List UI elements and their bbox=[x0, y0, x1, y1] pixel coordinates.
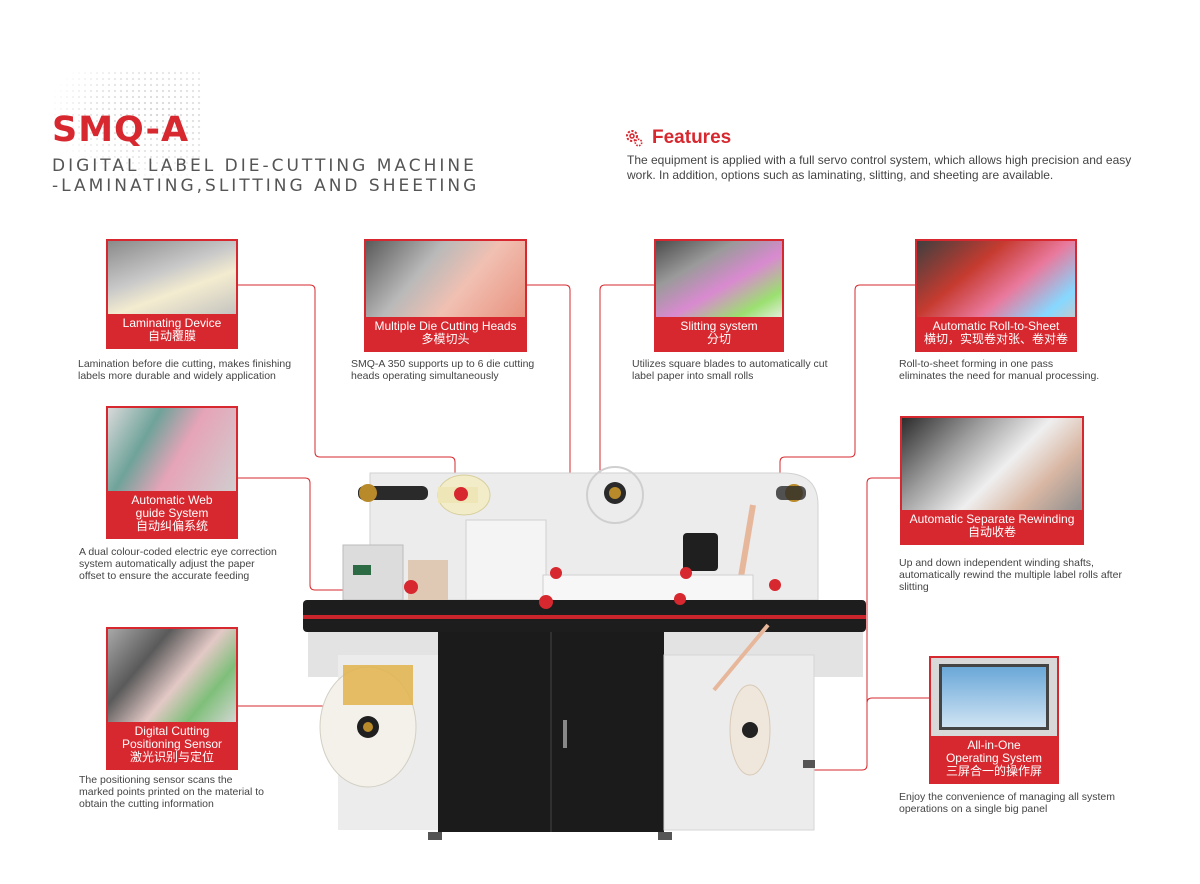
model-name: SMQ-A bbox=[52, 110, 190, 150]
card-title-bar: Laminating Device 自动覆膜 bbox=[108, 314, 236, 347]
card-title-bar: All-in-One Operating System 三屏合一的操作屏 bbox=[931, 736, 1057, 782]
operating-description: Enjoy the convenience of managing all sy… bbox=[899, 791, 1115, 815]
web-guide-photo bbox=[108, 408, 236, 497]
subtitle-line-1: DIGITAL LABEL DIE-CUTTING MACHINE bbox=[52, 156, 477, 176]
card-title-bar: Multiple Die Cutting Heads 多模切头 bbox=[366, 317, 525, 350]
rewinding-photo bbox=[902, 418, 1082, 513]
card-web-guide-system: Automatic Web guide System 自动纠偏系统 bbox=[106, 406, 238, 539]
card-die-cutting-heads: Multiple Die Cutting Heads 多模切头 bbox=[364, 239, 527, 352]
card-title-bar: Slitting system 分切 bbox=[656, 317, 782, 350]
card-title-bar: Digital Cutting Positioning Sensor 激光识别与… bbox=[108, 722, 236, 768]
features-description: The equipment is applied with a full ser… bbox=[627, 153, 1132, 182]
card-laminating-device: Laminating Device 自动覆膜 bbox=[106, 239, 238, 349]
slitting-photo bbox=[656, 241, 782, 322]
machine-illustration bbox=[303, 466, 866, 840]
card-title-bar: Automatic Separate Rewinding 自动收卷 bbox=[902, 510, 1082, 543]
card-positioning-sensor: Digital Cutting Positioning Sensor 激光识别与… bbox=[106, 627, 238, 770]
card-roll-to-sheet: Automatic Roll-to-Sheet 横切，实现卷对张、卷对卷 bbox=[915, 239, 1077, 352]
die-cutting-description: SMQ-A 350 supports up to 6 die cutting h… bbox=[351, 358, 535, 382]
laminating-description: Lamination before die cutting, makes fin… bbox=[78, 358, 292, 382]
slitting-description: Utilizes square blades to automatically … bbox=[632, 358, 828, 382]
roll-to-sheet-photo bbox=[917, 241, 1075, 322]
sensor-photo bbox=[108, 629, 236, 726]
web-guide-description: A dual colour-coded electric eye correct… bbox=[79, 546, 277, 582]
card-title-bar: Automatic Web guide System 自动纠偏系统 bbox=[108, 491, 236, 537]
card-slitting-system: Slitting system 分切 bbox=[654, 239, 784, 352]
laminating-photo bbox=[108, 241, 236, 321]
features-title: Features bbox=[652, 127, 732, 148]
header-dot-pattern bbox=[52, 70, 202, 180]
operating-panel-photo bbox=[931, 658, 1057, 738]
card-separate-rewinding: Automatic Separate Rewinding 自动收卷 bbox=[900, 416, 1084, 545]
subtitle-line-2: -LAMINATING,SLITTING AND SHEETING bbox=[52, 176, 480, 196]
sensor-description: The positioning sensor scans the marked … bbox=[79, 774, 265, 810]
die-cutting-photo bbox=[366, 241, 525, 322]
rewinding-description: Up and down independent winding shafts, … bbox=[899, 557, 1122, 593]
card-operating-system: All-in-One Operating System 三屏合一的操作屏 bbox=[929, 656, 1059, 784]
gear-icon bbox=[626, 130, 643, 147]
card-title-bar: Automatic Roll-to-Sheet 横切，实现卷对张、卷对卷 bbox=[917, 317, 1075, 350]
roll-to-sheet-description: Roll-to-sheet forming in one pass elimin… bbox=[899, 358, 1100, 382]
